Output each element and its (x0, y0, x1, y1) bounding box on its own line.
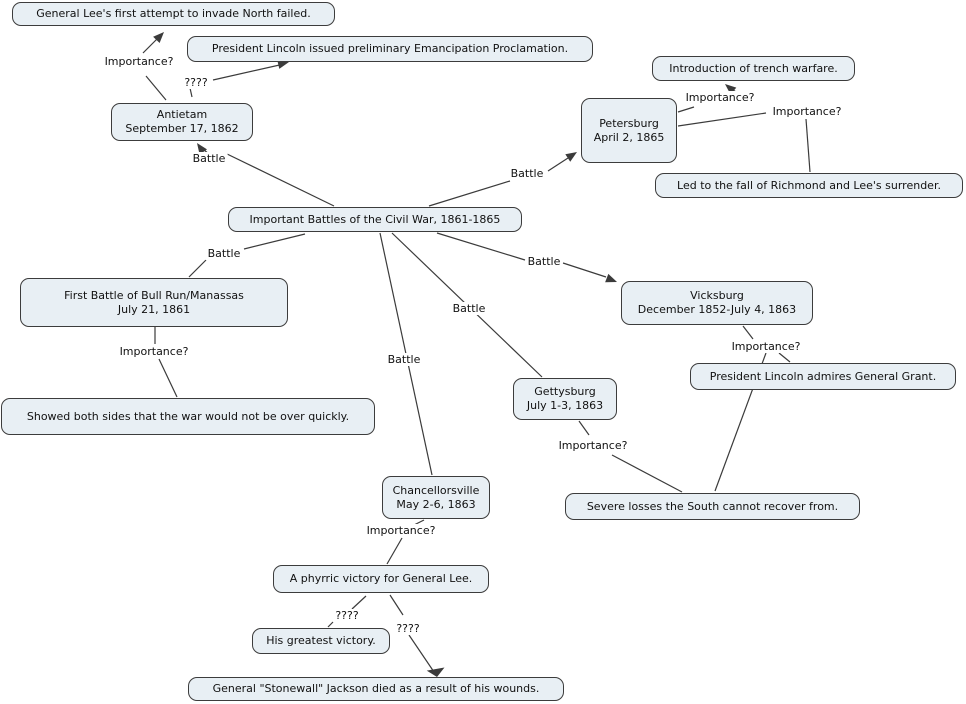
concept-node-text: Chancellorsville (392, 483, 480, 497)
concept-node-text: General "Stonewall" Jackson died as a re… (212, 682, 540, 695)
concept-node-text: September 17, 1862 (125, 122, 239, 135)
concept-node-greatest-victory[interactable]: His greatest victory. (252, 628, 390, 654)
concept-node-stonewall-jackson[interactable]: General "Stonewall" Jackson died as a re… (188, 677, 564, 701)
edge-antietam-unknown-emancipation (189, 60, 289, 98)
arrowhead-icon (565, 152, 577, 162)
link-label-unknown-stonewall[interactable]: ???? (394, 622, 422, 635)
edge-central-battle-petersburg (428, 152, 577, 207)
edge-phyrric-unknown-stonewall (389, 594, 445, 677)
arrowhead-icon (605, 273, 617, 283)
concept-node-trench-warfare[interactable]: Introduction of trench warfare. (652, 56, 855, 81)
concept-node-text: July 21, 1861 (117, 302, 191, 316)
concept-node-text: His greatest victory. (266, 634, 376, 647)
edge-gettysburg-importance-severe-losses (578, 420, 683, 493)
link-label-importance-vicksburg[interactable]: Importance? (729, 340, 803, 353)
concept-node-emancipation-proclamation[interactable]: President Lincoln issued preliminary Ema… (187, 36, 593, 62)
link-label-importance-antietam[interactable]: Importance? (102, 55, 176, 68)
arrowhead-icon (197, 143, 207, 155)
link-label-importance-chancellorsville[interactable]: Importance? (364, 524, 438, 537)
concept-node-text: Severe losses the South cannot recover f… (586, 499, 839, 513)
link-label-battle-vicksburg[interactable]: Battle (525, 255, 563, 268)
link-label-battle-chancellorsville[interactable]: Battle (385, 353, 423, 366)
arrowhead-icon (426, 667, 445, 677)
concept-node-text: Introduction of trench warfare. (669, 61, 838, 75)
arrowhead-icon (277, 60, 289, 69)
link-label-importance-trench[interactable]: Importance? (683, 91, 757, 104)
concept-node-text: July 1-3, 1863 (526, 399, 604, 412)
edge-bull-run-importance-showed (154, 327, 178, 398)
arrowhead-icon (153, 32, 164, 44)
concept-node-text: Vicksburg (690, 289, 744, 302)
link-label-importance-richmond[interactable]: Importance? (770, 105, 844, 118)
concept-node-text: First Battle of Bull Run/Manassas (64, 288, 244, 302)
concept-node-central-topic[interactable]: Important Battles of the Civil War, 1861… (228, 207, 522, 232)
concept-node-text: President Lincoln issued preliminary Ema… (211, 42, 569, 55)
concept-node-text: Gettysburg (534, 385, 596, 398)
edge-central-battle-bull-run (188, 233, 306, 278)
edge-central-battle-antietam (197, 143, 335, 207)
concept-node-text: Showed both sides that the war would not… (26, 409, 350, 423)
edge-petersburg-importance-richmond (677, 112, 811, 173)
link-label-battle-antietam[interactable]: Battle (190, 152, 228, 165)
link-label-battle-bull-run[interactable]: Battle (205, 247, 243, 260)
link-label-battle-petersburg[interactable]: Battle (508, 167, 546, 180)
edge-vicksburg-importance-grant (742, 325, 791, 363)
link-label-importance-bull-run[interactable]: Importance? (117, 345, 191, 358)
concept-node-text: A phyrric victory for General Lee. (289, 572, 473, 585)
concept-node-general-lee-failed[interactable]: General Lee's first attempt to invade No… (12, 2, 335, 26)
concept-node-severe-losses[interactable]: Severe losses the South cannot recover f… (565, 493, 860, 520)
concept-node-richmond-fall[interactable]: Led to the fall of Richmond and Lee's su… (655, 173, 963, 198)
arrowhead-icon (725, 84, 737, 95)
concept-node-text: Petersburg (599, 116, 659, 130)
concept-node-text: Important Battles of the Civil War, 1861… (249, 212, 501, 226)
link-label-importance-gettysburg[interactable]: Importance? (556, 439, 630, 452)
concept-node-text: Led to the fall of Richmond and Lee's su… (677, 178, 941, 192)
link-label-unknown-antietam[interactable]: ???? (182, 76, 210, 89)
concept-node-text: December 1852-July 4, 1863 (637, 303, 797, 316)
link-label-unknown-greatest-victory[interactable]: ???? (333, 609, 361, 622)
concept-node-text: General Lee's first attempt to invade No… (36, 7, 311, 20)
concept-node-admires-grant[interactable]: President Lincoln admires General Grant. (690, 363, 956, 390)
concept-node-showed-both-sides[interactable]: Showed both sides that the war would not… (1, 398, 375, 435)
concept-node-text: Antietam (156, 108, 208, 121)
edge-central-battle-vicksburg (436, 232, 617, 283)
link-label-battle-gettysburg[interactable]: Battle (450, 302, 488, 315)
edge-antietam-importance-general-lee (142, 32, 167, 101)
concept-node-text: President Lincoln admires General Grant. (709, 369, 937, 383)
concept-node-phyrric-victory[interactable]: A phyrric victory for General Lee. (273, 565, 489, 593)
edge-phyrric-unknown-greatest-victory (327, 595, 367, 628)
concept-node-text: May 2-6, 1863 (396, 497, 476, 511)
concept-node-text: April 2, 1865 (593, 130, 665, 144)
